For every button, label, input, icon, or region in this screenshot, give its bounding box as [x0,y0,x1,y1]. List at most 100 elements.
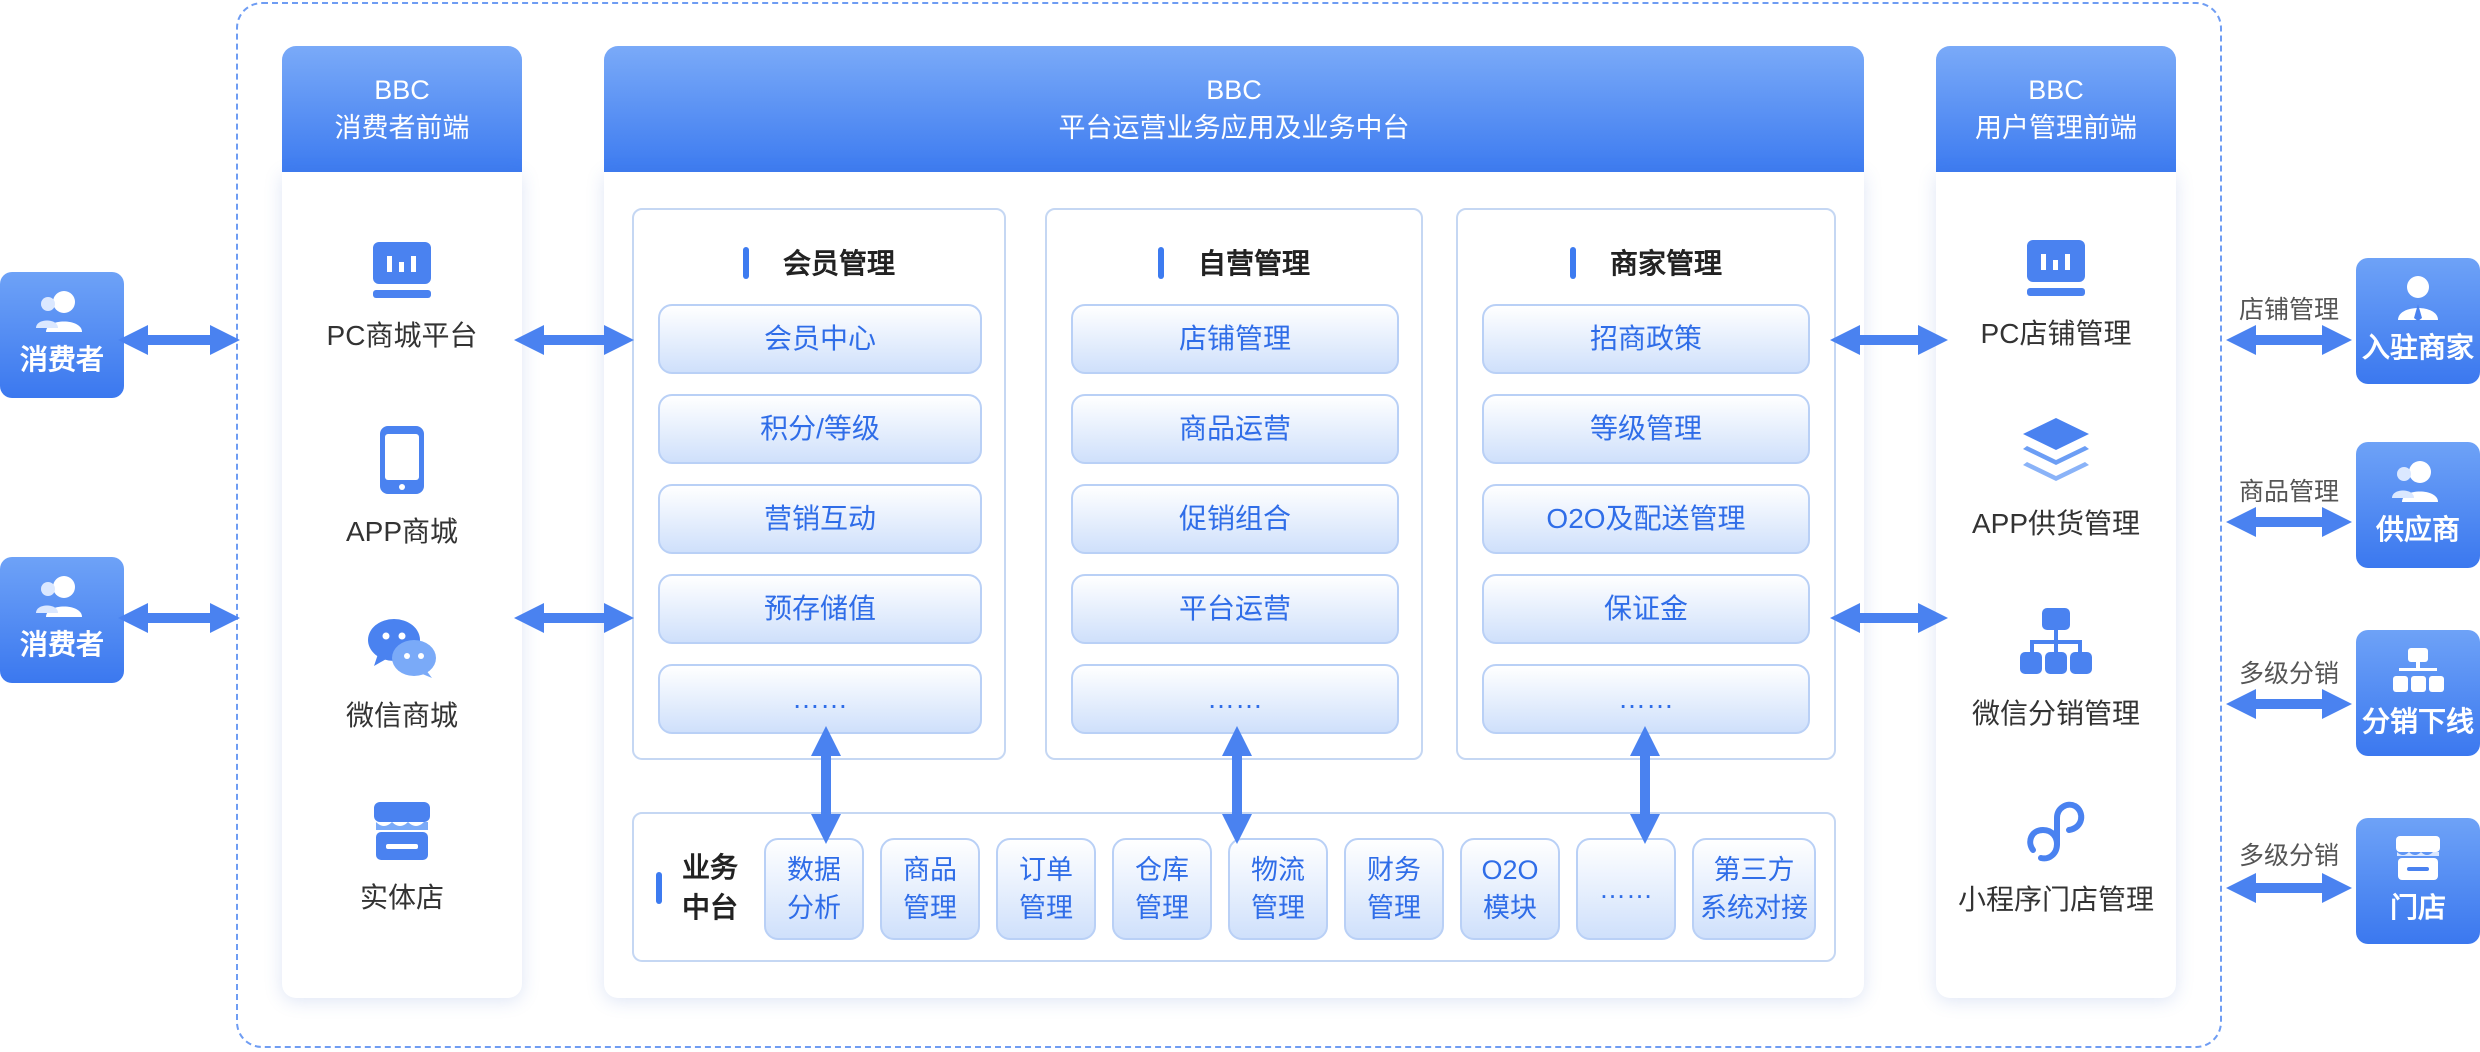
middle-item-third-party[interactable]: 第三方系统对接 [1692,838,1816,940]
middle-item-logistics[interactable]: 物流管理 [1228,838,1328,940]
module-item[interactable]: 促销组合 [1071,484,1399,554]
user-front-header: BBC 用户管理前端 [1936,46,2176,172]
panel-title: 会员管理 [634,242,1004,282]
mid-line1: 数据 [787,855,841,885]
org-chart-icon [2020,608,2092,674]
mid-line1: O2O [1481,855,1539,885]
module-item[interactable]: 会员中心 [658,304,982,374]
org-chart-icon [2393,648,2444,692]
mid-line2: 管理 [1251,893,1305,923]
system-boundary [236,2,2222,1048]
channel-label: 微信分销管理 [1971,698,2140,729]
link-label-multi-level-distribution-2: 多级分销 [2238,842,2339,870]
phone-icon [380,426,424,494]
panel-title-text: 自营管理 [1197,248,1310,279]
consumer-front-title-line1: BBC [374,75,430,105]
consumer-front-panel [282,172,522,998]
title-accent-bar [742,246,749,279]
mid-line2: 管理 [1367,893,1421,923]
mid-line2: 系统对接 [1700,893,1808,923]
middle-platform-label: 业务 中台 [682,848,738,928]
middle-item-warehouse[interactable]: 仓库管理 [1112,838,1212,940]
link-label-store-management: 店铺管理 [2238,296,2339,324]
title-accent-bar [1569,246,1576,279]
consumer-actor-label: 消费者 [19,629,104,660]
consumer-actor-1[interactable]: 消费者 [0,272,124,398]
module-item[interactable]: 保证金 [1482,574,1810,644]
module-item[interactable]: 等级管理 [1482,394,1810,464]
actor-label: 分销下线 [2361,706,2474,737]
mid-line2: 管理 [1135,893,1189,923]
module-item[interactable]: 招商政策 [1482,304,1810,374]
mid-line1: 仓库 [1135,855,1189,885]
channel-label: 实体店 [359,882,444,913]
downline-distributor-actor[interactable]: 分销下线 [2356,630,2480,756]
panel-title-text: 商家管理 [1609,248,1722,279]
panel-title: 自营管理 [1047,242,1421,282]
mid-line1: 财务 [1367,855,1421,885]
module-item[interactable]: 营销互动 [658,484,982,554]
panel-title-text: 会员管理 [782,248,895,279]
user-front-panel [1936,172,2176,998]
middle-item-product[interactable]: 商品管理 [880,838,980,940]
platform-title-line2: 平台运营业务应用及业务中台 [1058,113,1410,143]
link-label-multi-level-distribution: 多级分销 [2238,660,2339,688]
channel-wechat-mall[interactable]: 微信商城 [282,616,522,734]
actor-label: 入驻商家 [2361,332,2474,363]
actor-label: 门店 [2389,892,2446,923]
middle-item-order[interactable]: 订单管理 [996,838,1096,940]
module-item-more[interactable]: …… [658,664,982,734]
platform-header: BBC 平台运营业务应用及业务中台 [604,46,1864,172]
supplier-actor[interactable]: 供应商 [2356,442,2480,568]
monitor-icon [2027,240,2085,296]
module-item[interactable]: 预存储值 [658,574,982,644]
user-front-title-line1: BBC [2028,75,2084,105]
mid-line1: 订单 [1019,855,1073,885]
consumer-front-title-line2: 消费者前端 [334,113,470,143]
channel-app-mall[interactable]: APP商城 [282,424,522,550]
module-item[interactable]: 店铺管理 [1071,304,1399,374]
mid-line1: 商品 [903,855,957,885]
channel-label: 微信商城 [345,700,458,731]
middle-label-line2: 中台 [682,892,739,923]
user-wechat-distribution-management[interactable]: 微信分销管理 [1936,606,2176,732]
user-mini-program-store-management[interactable]: 小程序门店管理 [1936,798,2176,918]
channel-label: PC店铺管理 [1980,318,2132,349]
module-item[interactable]: O2O及配送管理 [1482,484,1810,554]
store-actor[interactable]: 门店 [2356,818,2480,944]
module-item[interactable]: 平台运营 [1071,574,1399,644]
mid-line1: …… [1599,874,1653,904]
user-icon [36,291,82,332]
merchant-icon [2398,276,2438,321]
module-item[interactable]: 商品运营 [1071,394,1399,464]
user-app-supply-management[interactable]: APP供货管理 [1936,416,2176,542]
channel-physical-store[interactable]: 实体店 [282,800,522,916]
mid-line2: 管理 [903,893,957,923]
channel-label: APP商城 [345,516,459,547]
user-front-title-line2: 用户管理前端 [1975,113,2137,143]
layers-icon [2023,418,2089,481]
mini-program-icon [2027,801,2085,862]
middle-item-data-analysis[interactable]: 数据分析 [764,838,864,940]
user-pc-store-management[interactable]: PC店铺管理 [1936,238,2176,352]
channel-pc-mall[interactable]: PC商城平台 [282,240,522,354]
actor-label: 供应商 [2375,514,2460,545]
user-icon [2392,461,2438,502]
user-icon [36,576,82,617]
store-icon [2396,836,2440,880]
title-accent-bar [656,872,662,904]
middle-item-more[interactable]: …… [1576,838,1676,940]
consumer-actor-2[interactable]: 消费者 [0,557,124,683]
middle-item-finance[interactable]: 财务管理 [1344,838,1444,940]
merchant-management-panel: 商家管理 招商政策 等级管理 O2O及配送管理 保证金 …… [1456,208,1836,760]
channel-label: PC商城平台 [326,320,478,351]
channel-label: 小程序门店管理 [1957,884,2154,915]
mid-line2: 模块 [1483,893,1537,923]
title-accent-bar [1157,246,1164,279]
consumer-actor-label: 消费者 [19,344,104,375]
module-item[interactable]: 积分/等级 [658,394,982,464]
middle-item-o2o[interactable]: O2O 模块 [1460,838,1560,940]
settled-merchant-actor[interactable]: 入驻商家 [2356,258,2480,384]
mid-line2: 管理 [1019,893,1073,923]
channel-label: APP供货管理 [1971,508,2141,539]
